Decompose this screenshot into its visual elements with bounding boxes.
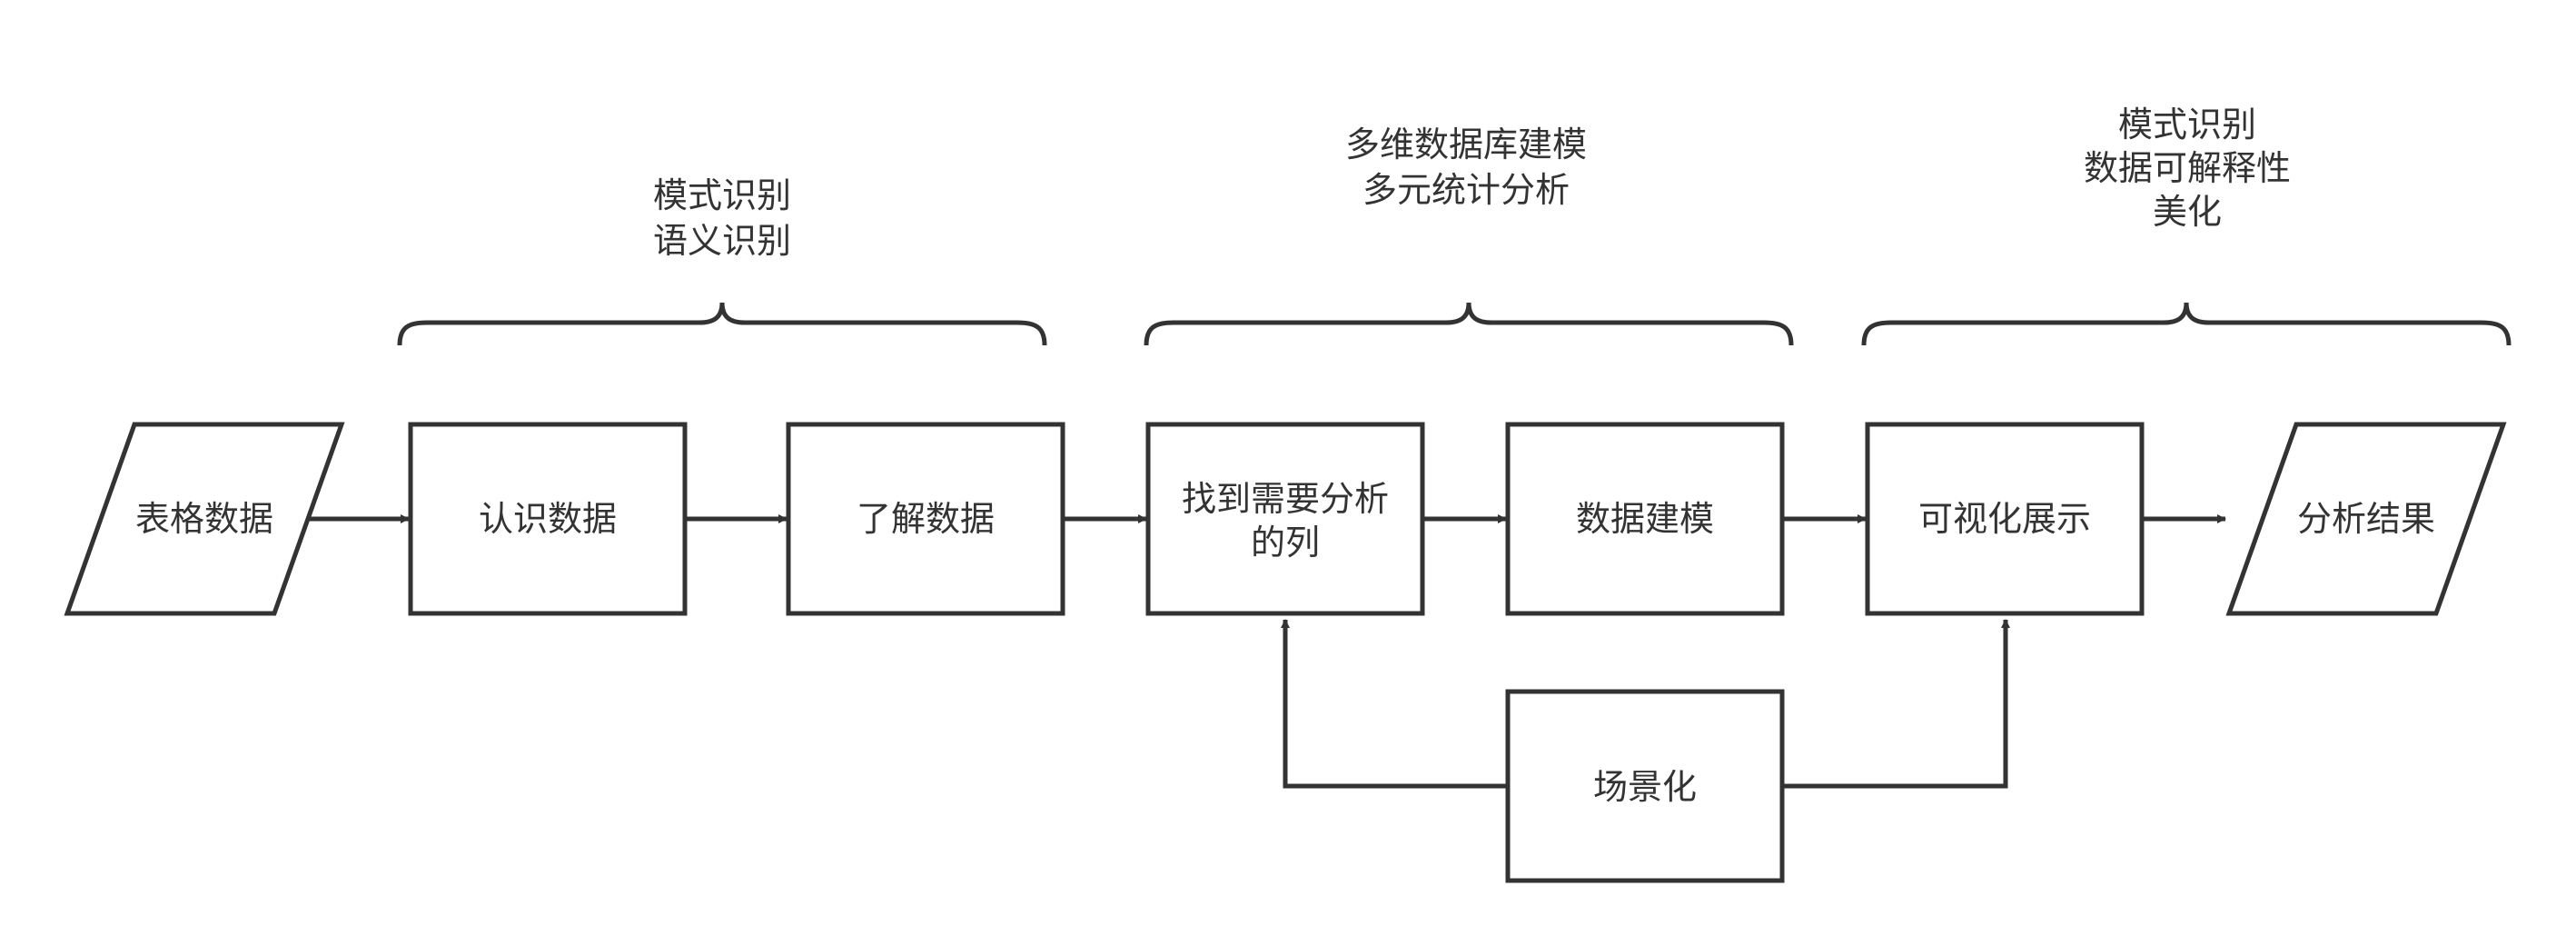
annotation-group3-line1: 模式识别: [2118, 105, 2256, 144]
brace-group2: [1144, 302, 1794, 346]
brace-group3: [1861, 302, 2512, 346]
node-data-modeling[interactable]: 数据建模: [1505, 422, 1785, 616]
node-find-columns-label-line2: 的列: [1251, 523, 1320, 563]
annotation-group3-line3: 美化: [2153, 192, 2222, 232]
node-visualization[interactable]: 可视化展示: [1865, 422, 2145, 616]
edge-scenario-to-find: [1281, 619, 1510, 789]
node-table-data[interactable]: 表格数据: [64, 422, 345, 616]
node-analysis-result[interactable]: 分析结果: [2225, 422, 2507, 616]
node-find-columns[interactable]: 找到需要分析 的列: [1145, 422, 1425, 616]
node-data-modeling-label: 数据建模: [1576, 499, 1714, 539]
node-scenario-label: 场景化: [1593, 767, 1697, 807]
node-recognize-data-label: 认识数据: [479, 499, 617, 539]
node-table-data-label: 表格数据: [135, 499, 273, 539]
annotation-group2-line2: 多元统计分析: [1362, 170, 1570, 210]
annotation-group2-line1: 多维数据库建模: [1345, 124, 1587, 164]
node-recognize-data[interactable]: 认识数据: [408, 422, 688, 616]
node-visualization-label: 可视化展示: [1918, 499, 2091, 539]
node-understand-data-label: 了解数据: [857, 499, 995, 539]
edge-scenario-to-visual: [1782, 619, 2010, 789]
node-scenario[interactable]: 场景化: [1505, 689, 1785, 883]
annotation-group3-line2: 数据可解释性: [2084, 148, 2291, 188]
node-find-columns-label-line1: 找到需要分析: [1182, 479, 1389, 519]
brace-group1: [397, 302, 1047, 346]
annotation-group1-line2: 语义识别: [653, 221, 791, 261]
node-understand-data[interactable]: 了解数据: [786, 422, 1065, 616]
node-analysis-result-label: 分析结果: [2297, 499, 2435, 539]
annotation-group1-line1: 模式识别: [653, 175, 791, 215]
